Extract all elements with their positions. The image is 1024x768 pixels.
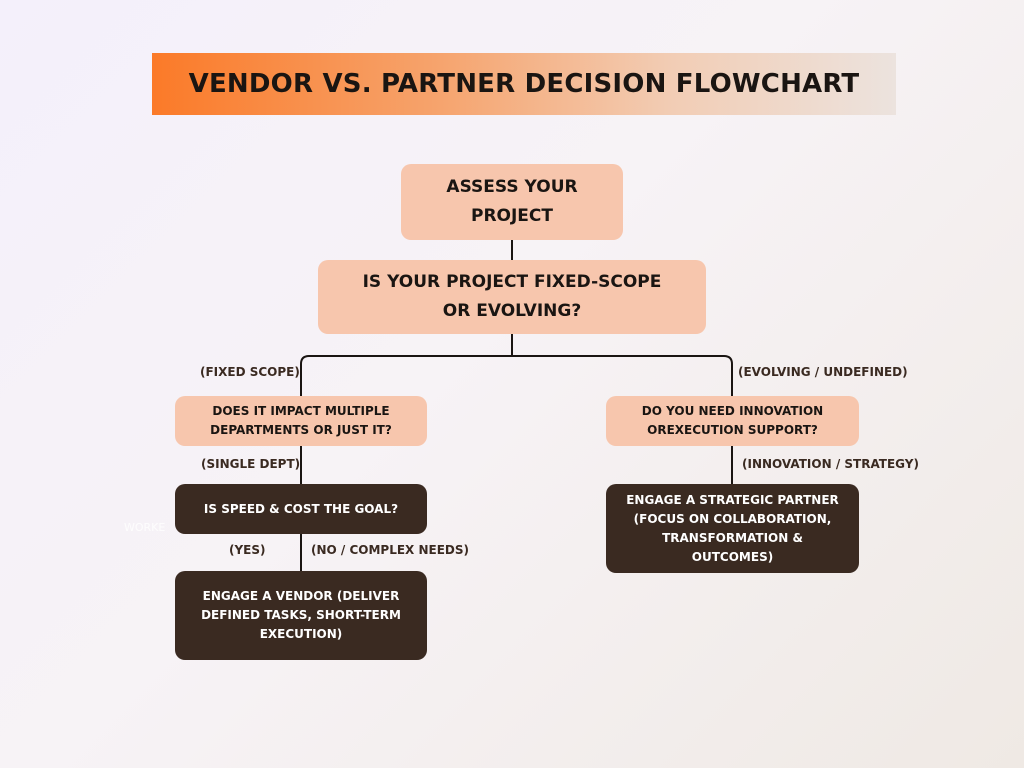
node-engage-vendor: ENGAGE A VENDOR (DELIVER DEFINED TASKS, … [175, 571, 427, 660]
edge-label-single-dept: (SINGLE DEPT) [201, 457, 301, 471]
diagram-title: VENDOR VS. PARTNER DECISION FLOWCHART [188, 69, 860, 99]
faint-watermark-text: WORKE [124, 521, 166, 534]
edge-label-no-complex: (NO / COMPLEX NEEDS) [311, 543, 470, 557]
node-departments-question: DOES IT IMPACT MULTIPLE DEPARTMENTS OR J… [175, 396, 427, 446]
edge-label-fixed-scope: (FIXED SCOPE) [200, 365, 300, 379]
connector-scope-branch [300, 355, 733, 396]
edge-label-innovation-strategy: (INNOVATION / STRATEGY) [742, 457, 919, 471]
node-speed-cost-question: IS SPEED & COST THE GOAL? [175, 484, 427, 534]
title-banner: VENDOR VS. PARTNER DECISION FLOWCHART [152, 53, 896, 115]
edge-label-yes: (YES) [229, 543, 266, 557]
node-scope-question: IS YOUR PROJECT FIXED-SCOPE OR EVOLVING? [318, 260, 706, 334]
node-engage-partner: ENGAGE A STRATEGIC PARTNER (FOCUS ON COL… [606, 484, 859, 573]
node-innovation-question: DO YOU NEED INNOVATION OREXECUTION SUPPO… [606, 396, 859, 446]
edge-label-evolving: (EVOLVING / UNDEFINED) [738, 365, 908, 379]
node-assess-project: ASSESS YOUR PROJECT [401, 164, 623, 240]
